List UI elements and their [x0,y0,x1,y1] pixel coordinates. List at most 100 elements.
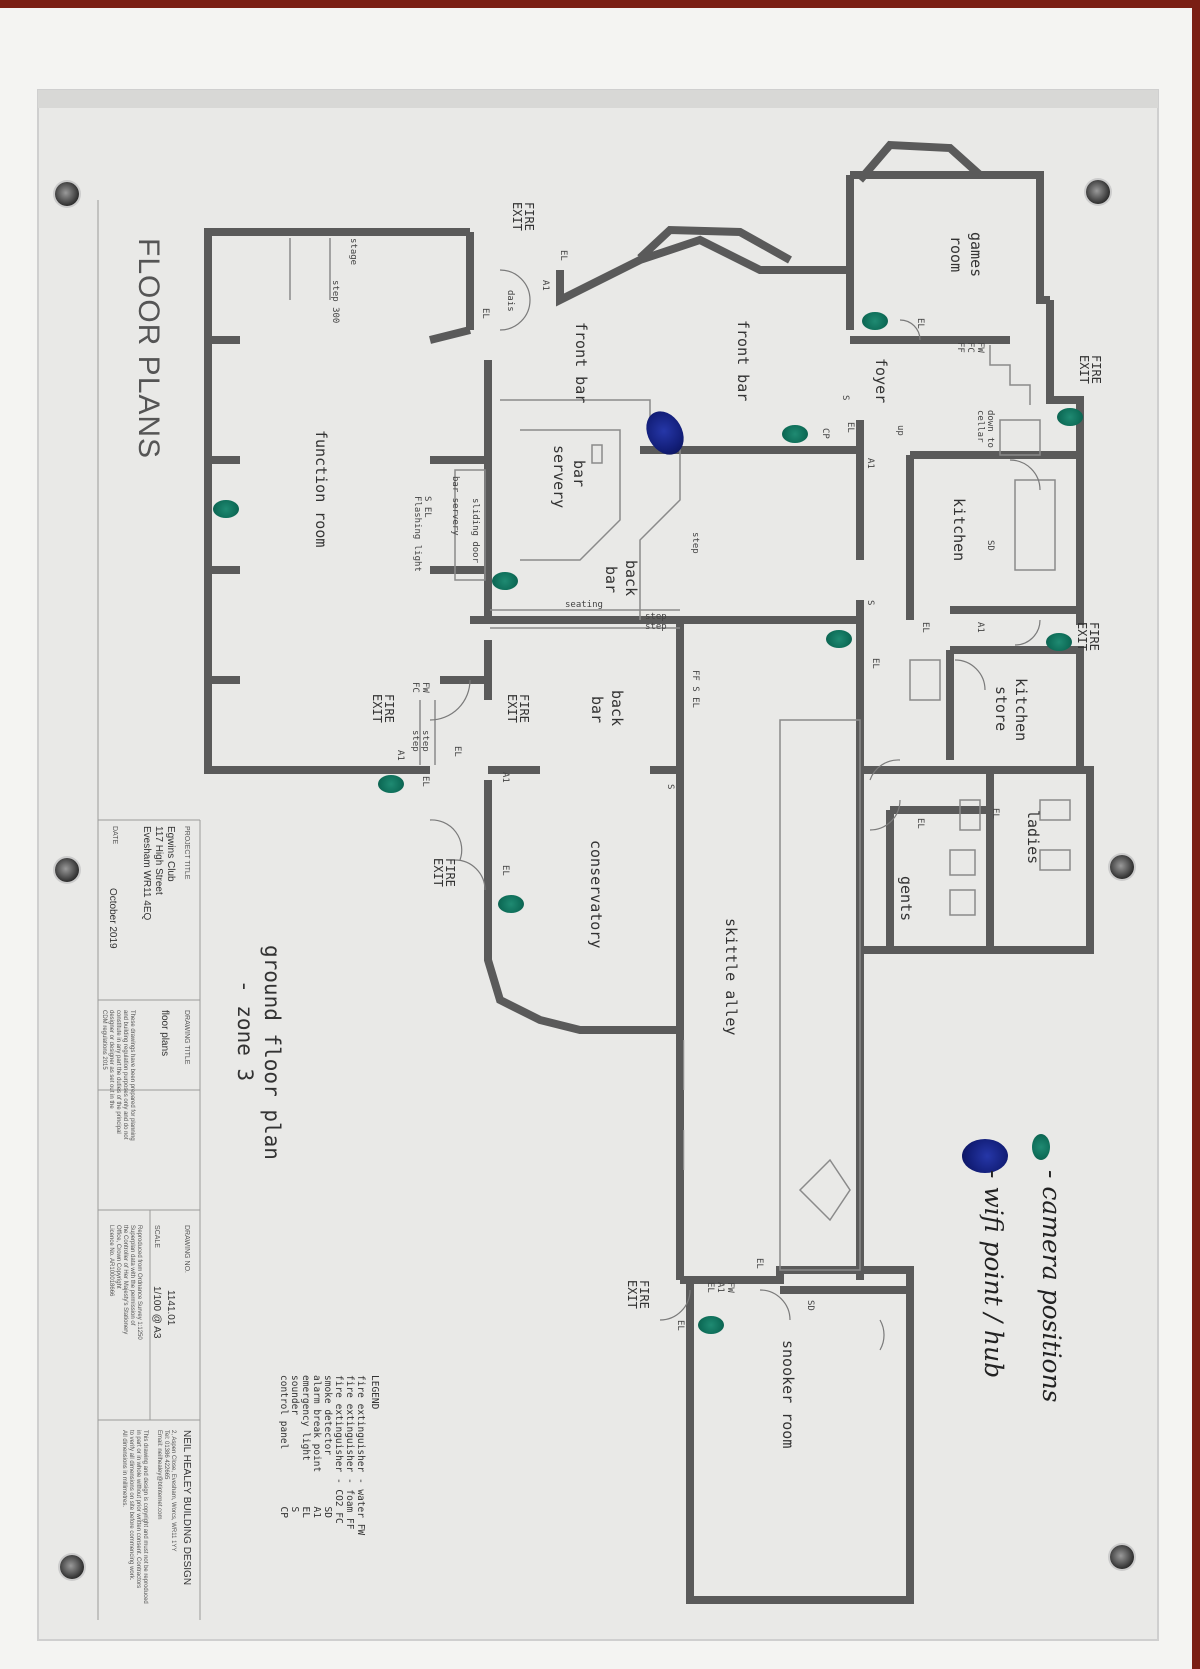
title-block-drawing-title: floor plans [159,1010,170,1057]
fire-exit-label: FIRE EXIT [370,694,396,723]
fire-exit-label: FIRE EXIT [505,694,531,723]
label-a1: A1 [540,280,550,291]
panel-shadow-band [38,90,1158,108]
legend-item: control panel CP [278,1375,289,1518]
title-block-project: Egwins Club 117 High Street Evesham WR11… [141,826,176,921]
label-down-to-cellar: down to cellar [975,410,995,448]
room-label-kitchen: kitchen [950,498,968,562]
camera-marker [1057,408,1083,426]
room-label-conservatory: conservatory [587,840,605,949]
title-block-company-note: This drawing and design is copyright and… [121,1430,148,1604]
label-stage: stage [348,238,358,266]
room-label-games: games [967,232,985,278]
legend-item: smoke detector SD [322,1375,333,1518]
room-label-bar: bar [570,460,588,488]
camera-marker [378,775,404,793]
sheet-title: FLOOR PLANS [132,238,165,460]
label-el: EL [754,1258,764,1269]
room-label-kitchen-store-1: kitchen [1012,678,1030,742]
plan-panel [37,89,1159,1641]
room-label-back-bar-1b: bar [602,566,620,594]
label-el: EL [500,865,510,876]
title-block-drawing-no-label: DRAWING NO. [183,1225,190,1273]
handwritten-wifi-legend: - wifi point / hub [979,1170,1008,1379]
screw-bottom-left [60,1555,84,1579]
label-sd-snooker: SD [805,1300,815,1311]
label-el: EL [870,658,880,669]
title-block-date-label: DATE [111,826,118,845]
room-label-ladies: ladies [1024,810,1042,865]
title-block-drawing-no: 1141.01 [165,1290,176,1326]
label-seating: seating [565,600,603,610]
label-step: step [690,532,700,554]
label-el: EL [420,776,430,787]
label-el: EL [452,746,462,757]
title-block-drawing-title-label: DRAWING TITLE [183,1010,190,1065]
label-el: EL [990,808,1000,819]
label-el: EL [920,622,930,633]
label-up: up [895,425,905,436]
camera-marker [213,500,239,518]
label-a1: A1 [395,750,405,761]
title-block-scale: 1/100 @ A3 [151,1286,162,1339]
label-fw-fc-ff: FW FC FF [955,342,985,353]
camera-marker [498,895,524,913]
screw-top-right [1086,180,1110,204]
label-ff-s-el: FF S EL [690,670,700,708]
room-label-front-bar-left-1: front bar [572,322,590,404]
label-el: EL [845,422,855,433]
screw-top-left [55,182,79,206]
room-label-servery: servery [550,445,568,509]
screw-mid-left [55,858,79,882]
title-block-scale-label: SCALE [153,1225,160,1248]
title-block-lines [97,200,201,1620]
page-edge-right [1192,0,1200,1669]
sheet-subtitle-line1: ground floor plan [260,945,284,1160]
page-edge-top [0,0,1200,8]
legend-item: emergency light EL [300,1375,311,1518]
title-block-drawing-note: These drawings have been prepared for pl… [101,1010,135,1141]
room-label-back-bar-2b: bar [588,696,606,724]
label-fw-fc: FW FC [410,682,430,693]
fire-exit-label: FIRE EXIT [431,858,457,887]
label-cp: CP [820,428,830,439]
room-label-gents: gents [897,876,915,922]
label-fw-a1-el: FW A1 EL [705,1282,735,1293]
title-block-date: October 2019 [107,888,118,949]
label-sliding-door: sliding door [470,498,480,564]
room-label-back-bar-2: back [608,690,626,727]
camera-marker [862,312,888,330]
camera-marker [492,572,518,590]
camera-marker-legend [1032,1134,1050,1160]
room-label-games-room: room [947,236,965,273]
label-step-small: step step [410,730,430,752]
room-label-kitchen-store-2: store [992,686,1010,732]
label-a1: A1 [865,458,875,469]
label-el: EL [915,318,925,329]
legend-item: fire extinguisher - water FW [355,1375,366,1536]
label-s: S [840,395,850,401]
camera-marker [1046,633,1072,651]
legend-heading: LEGEND [369,1375,380,1410]
legend-item: sounder S [289,1375,300,1513]
room-label-snooker-room: snooker room [779,1340,797,1449]
title-block-project-label: PROJECT TITLE [183,826,190,880]
camera-marker [782,425,808,443]
label-step-300: step 300 [330,280,340,324]
label-dais: dais [505,290,515,312]
label-el: EL [558,250,568,261]
fire-exit-label: FIRE EXIT [510,202,536,231]
screw-bottom-right [1110,1545,1134,1569]
camera-marker [698,1316,724,1334]
screw-mid-right [1110,855,1134,879]
legend-item: fire extinguisher - foam FF [344,1375,355,1530]
title-block-company-address: 2, Aspen Close, Evesham, Worcs, WR11 1YY… [156,1430,176,1552]
label-el: EL [915,818,925,829]
fire-exit-label: FIRE EXIT [1077,355,1103,384]
room-label-function-room: function room [312,430,330,548]
label-el: EL [480,308,490,319]
label-a1: A1 [500,772,510,783]
label-s: S [865,600,875,606]
label-a1: A1 [975,622,985,633]
